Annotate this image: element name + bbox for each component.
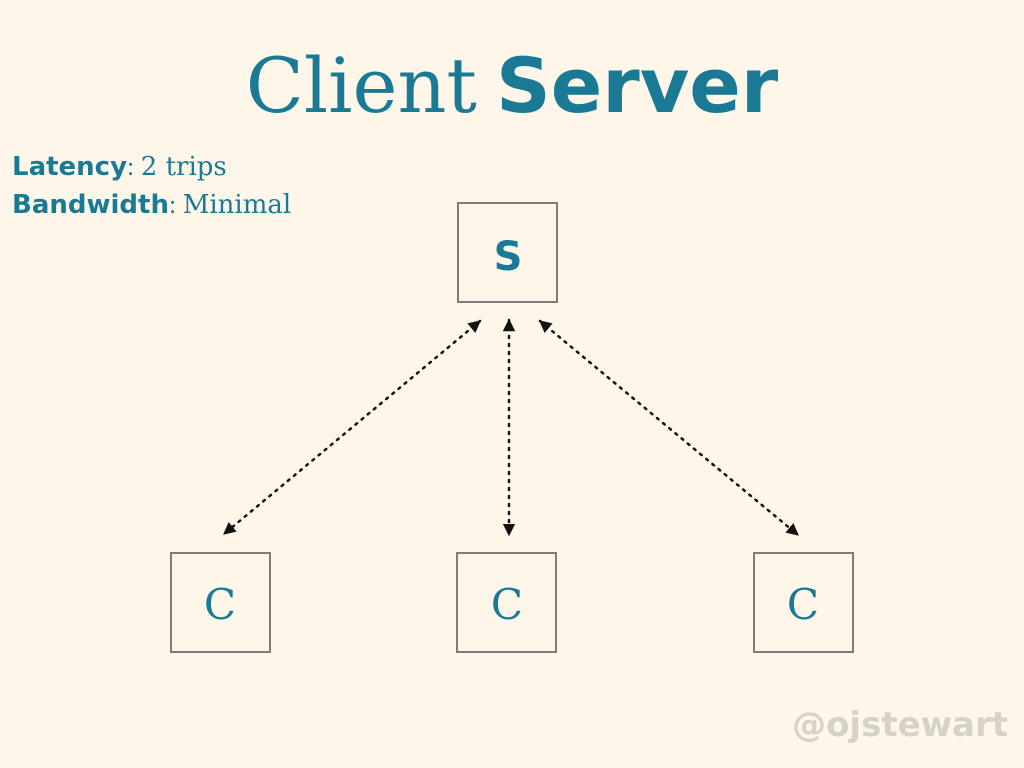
server-node: S [457, 202, 558, 303]
stats-panel: Latency: 2 trips Bandwidth: Minimal [12, 148, 291, 224]
title-client: Client [245, 41, 477, 130]
client-node-3: C [753, 552, 854, 653]
server-node-label: S [494, 234, 523, 280]
author-watermark: @ojstewart [792, 705, 1008, 745]
client-node-1-label: C [204, 580, 236, 629]
client-node-3-label: C [787, 580, 819, 629]
title-server: Server [495, 41, 779, 130]
connection-server-client-1 [222, 319, 482, 536]
client-node-2: C [456, 552, 557, 653]
stat-bandwidth-label: Bandwidth [12, 190, 169, 220]
slide-title: Client Server [0, 48, 1024, 125]
connection-server-client-3 [538, 319, 800, 537]
stat-bandwidth-value: Minimal [182, 190, 292, 220]
client-node-2-label: C [491, 580, 523, 629]
client-node-1: C [170, 552, 271, 653]
stat-latency-value: 2 trips [140, 152, 227, 182]
stat-latency-label: Latency [12, 152, 128, 182]
stat-bandwidth: Bandwidth: Minimal [12, 190, 292, 220]
stat-latency: Latency: 2 trips [12, 152, 227, 182]
